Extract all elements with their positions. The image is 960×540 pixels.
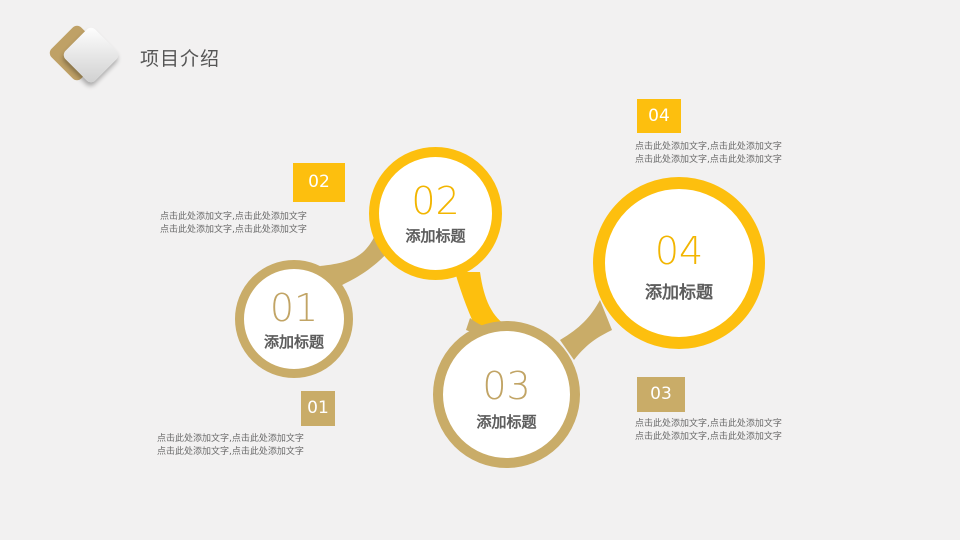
step-tag-02: 02 <box>293 163 345 202</box>
page-title: 项目介绍 <box>140 48 221 70</box>
step-circle-01[interactable]: 01 添加标题 <box>235 260 353 378</box>
step-tag-01: 01 <box>301 391 335 426</box>
desc-line: 点击此处添加文字,点击此处添加文字 <box>635 142 782 152</box>
connector-03-04 <box>560 300 612 360</box>
connector-02-03 <box>455 272 510 333</box>
desc-line: 点击此处添加文字,点击此处添加文字 <box>635 155 782 165</box>
step-circle-02[interactable]: 02 添加标题 <box>369 147 502 280</box>
logo-icon <box>40 22 130 92</box>
step-desc-01[interactable]: 点击此处添加文字,点击此处添加文字 点击此处添加文字,点击此处添加文字 <box>157 433 304 459</box>
step-desc-03[interactable]: 点击此处添加文字,点击此处添加文字 点击此处添加文字,点击此处添加文字 <box>635 418 782 444</box>
desc-line: 点击此处添加文字,点击此处添加文字 <box>160 225 307 235</box>
step-desc-02[interactable]: 点击此处添加文字,点击此处添加文字 点击此处添加文字,点击此处添加文字 <box>160 211 307 237</box>
step-tag-03: 03 <box>637 377 685 412</box>
step-title: 添加标题 <box>645 283 713 303</box>
step-number: 03 <box>482 364 531 408</box>
desc-line: 点击此处添加文字,点击此处添加文字 <box>160 212 307 222</box>
desc-line: 点击此处添加文字,点击此处添加文字 <box>635 432 782 442</box>
step-tag-04: 04 <box>637 99 681 133</box>
step-desc-04[interactable]: 点击此处添加文字,点击此处添加文字 点击此处添加文字,点击此处添加文字 <box>635 141 782 167</box>
desc-line: 点击此处添加文字,点击此处添加文字 <box>157 434 304 444</box>
step-circle-04[interactable]: 04 添加标题 <box>593 177 765 349</box>
step-title: 添加标题 <box>263 333 324 351</box>
step-number: 04 <box>654 229 704 273</box>
desc-line: 点击此处添加文字,点击此处添加文字 <box>157 447 304 457</box>
step-title: 添加标题 <box>476 413 537 431</box>
step-number: 02 <box>411 179 460 223</box>
step-number: 01 <box>269 286 319 330</box>
desc-line: 点击此处添加文字,点击此处添加文字 <box>635 419 782 429</box>
step-title: 添加标题 <box>405 227 466 245</box>
step-circle-03[interactable]: 03 添加标题 <box>433 321 580 468</box>
